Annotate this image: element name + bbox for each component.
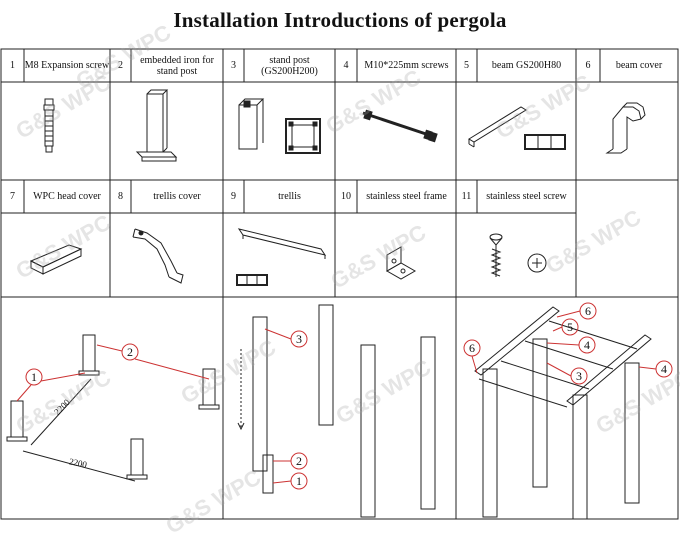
callout-label: 6 — [585, 303, 591, 318]
beam-drawing — [468, 106, 566, 150]
part-name: M10*225mm screws — [364, 60, 449, 71]
parts-sheet: 1 M8 Expansion screw 2 embedded iron for… — [0, 19, 680, 539]
callout-label: 4 — [661, 361, 667, 376]
beam-cover-drawing — [605, 102, 646, 154]
part-number: 5 — [464, 60, 469, 71]
threaded-rod-drawing — [362, 109, 438, 143]
part-number: 4 — [343, 60, 349, 71]
callout-label: 1 — [296, 473, 302, 488]
part-name: beam GS200H80 — [491, 60, 562, 71]
step2-drawing — [237, 304, 436, 518]
part-number: 3 — [231, 60, 236, 71]
expansion-screw-drawing — [43, 98, 55, 153]
part-name: stainless steel screw — [486, 191, 567, 202]
part-name: M8 Expansion screw — [24, 60, 110, 71]
callout-label: 3 — [576, 368, 582, 383]
callout-label: 2 — [296, 453, 302, 468]
table-grid — [0, 48, 679, 520]
part-number: 6 — [585, 60, 591, 71]
part-name: embedded iron for stand post — [140, 54, 214, 77]
callout-label: 2 — [127, 344, 133, 359]
parts-drawings — [6, 89, 673, 520]
callout-label: 4 — [584, 337, 590, 352]
part-name: stand post (GS200H200) — [261, 54, 318, 77]
part-name: stainless steel frame — [366, 191, 447, 202]
part-number: 11 — [461, 191, 472, 202]
step1-drawing — [6, 334, 220, 482]
callout-label: 5 — [567, 319, 573, 334]
callout-label: 6 — [469, 340, 475, 355]
callout-label: 1 — [31, 369, 37, 384]
part-name: WPC head cover — [33, 191, 101, 202]
stand-post-drawing — [238, 98, 321, 154]
embedded-iron-drawing — [135, 89, 178, 162]
part-name: trellis cover — [153, 191, 201, 202]
callout-label: 3 — [296, 331, 302, 346]
trellis-drawing — [236, 228, 327, 286]
page-title: Installation Introductions of pergola — [173, 8, 507, 32]
part-number: 2 — [118, 60, 123, 71]
steel-frame-drawing — [385, 246, 417, 280]
part-name: beam cover — [615, 60, 663, 71]
part-number: 1 — [10, 60, 15, 71]
part-number: 8 — [118, 191, 123, 202]
part-name: trellis — [278, 191, 301, 202]
step3-drawing — [474, 306, 652, 520]
steel-screw-drawing — [489, 233, 547, 277]
part-number: 9 — [231, 191, 236, 202]
part-number: 10 — [341, 191, 351, 202]
head-cover-drawing — [29, 244, 83, 275]
trellis-cover-drawing — [132, 228, 184, 284]
part-number: 7 — [10, 191, 15, 202]
